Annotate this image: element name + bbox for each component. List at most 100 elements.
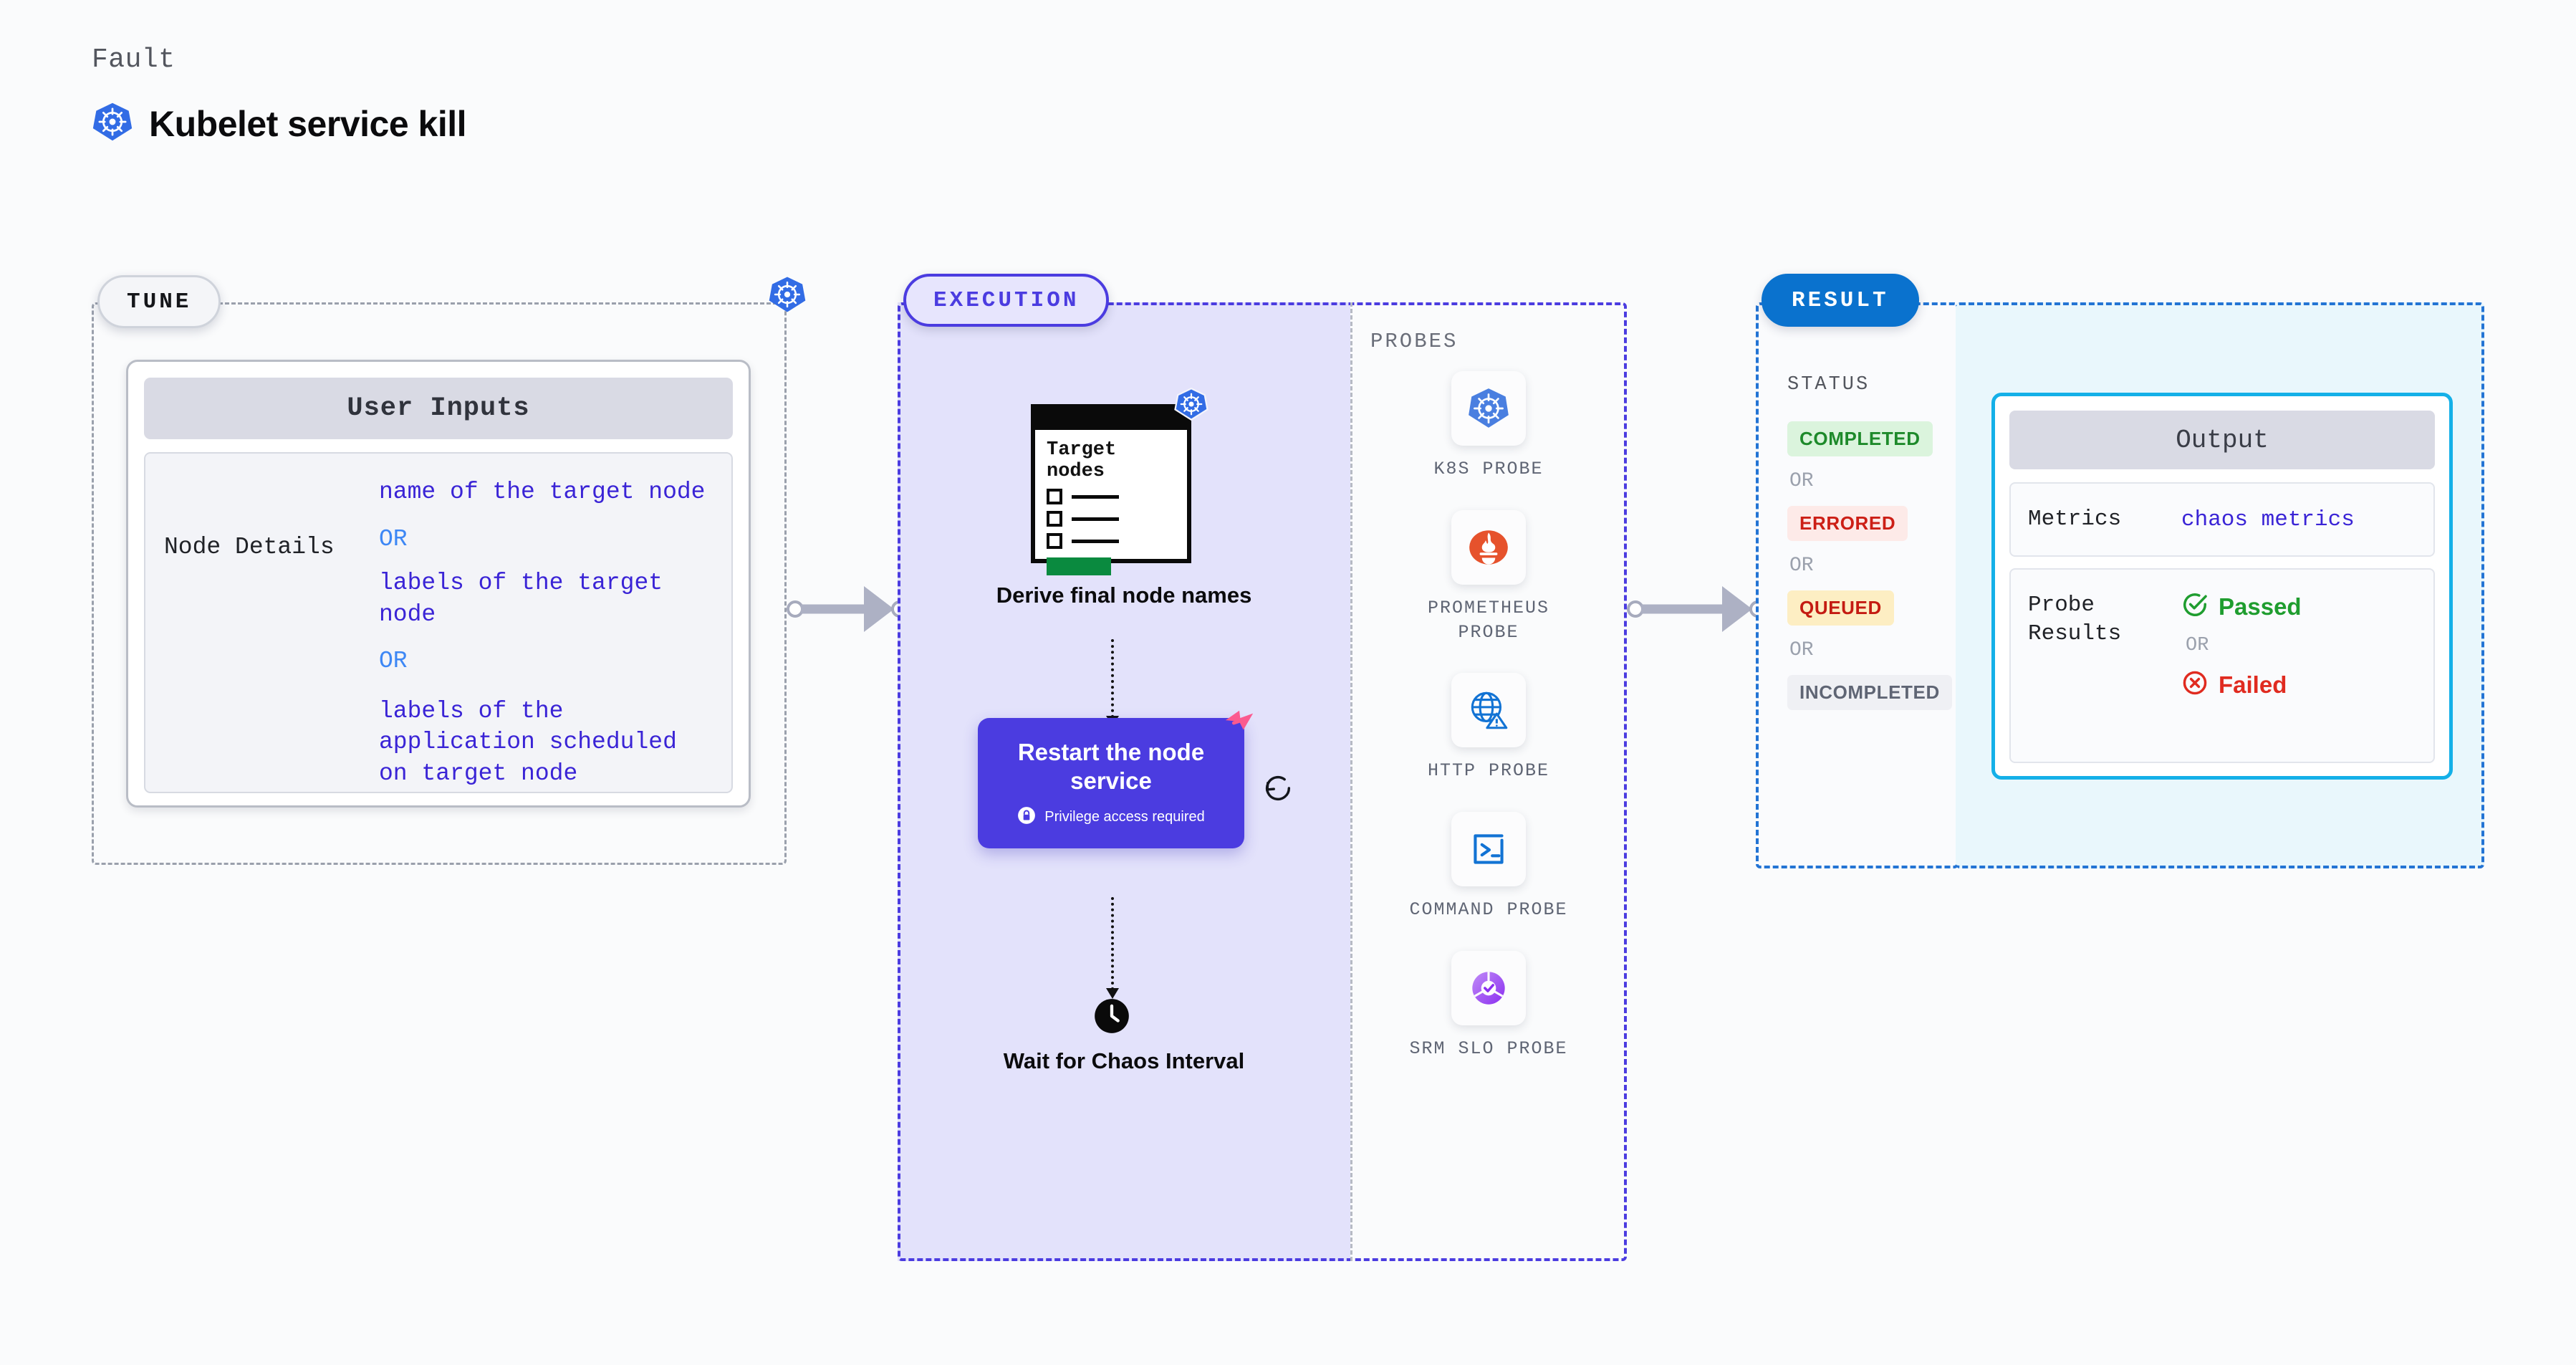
restart-node-service-node[interactable]: Restart the node service Privilege acces…	[978, 710, 1254, 848]
kubernetes-icon	[1451, 371, 1526, 446]
probe-result-failed: Failed	[2181, 669, 2416, 700]
derive-final-node-names-caption: Derive final node names	[996, 583, 1252, 608]
refresh-loop-icon	[1261, 772, 1294, 808]
output-card: Output Metrics chaos metrics Probe Resul…	[1991, 393, 2453, 780]
probes-list: K8S PROBE PROMETHEUS PROBE	[1350, 371, 1627, 1061]
node-detail-separator: OR	[379, 525, 408, 552]
status-separator: OR	[1789, 470, 1814, 492]
probe-label: HTTP PROBE	[1427, 760, 1550, 782]
connector-arrowhead	[1722, 586, 1752, 632]
status-separator: OR	[1789, 639, 1814, 661]
kubernetes-icon	[92, 101, 133, 146]
target-nodes-heading: Target nodes	[1047, 439, 1117, 482]
page-header: Fault Kubelet service kill	[92, 44, 467, 146]
srm-slo-icon	[1451, 950, 1526, 1025]
probe-item-srm-slo[interactable]: SRM SLO PROBE	[1395, 950, 1582, 1061]
node-detail-option: labels of the target node	[379, 570, 663, 628]
confirm-button-placeholder	[1047, 557, 1111, 576]
target-node-item	[1047, 489, 1176, 505]
connector-arrowhead	[864, 586, 894, 632]
chaos-marker-icon	[1223, 707, 1256, 743]
checkbox-icon	[1047, 533, 1062, 550]
probe-label: PROMETHEUS PROBE	[1427, 597, 1550, 643]
execution-panel: EXECUTION PROBES Target nodes	[898, 274, 1627, 1261]
probe-result-failed-label: Failed	[2219, 671, 2287, 698]
placeholder-line	[1072, 494, 1119, 499]
privilege-note-text: Privilege access required	[1044, 809, 1205, 825]
probe-item-http[interactable]: HTTP PROBE	[1395, 673, 1582, 783]
kubernetes-icon	[1174, 387, 1208, 425]
probe-results-values: Passed OR Failed	[2181, 591, 2416, 762]
target-nodes-body: Target nodes	[1035, 430, 1187, 576]
restart-node-service-label: Restart the node service	[1017, 738, 1205, 794]
connector-line	[1641, 604, 1734, 614]
fault-eyebrow-label: Fault	[92, 44, 176, 75]
probe-results-key: Probe Results	[2028, 593, 2122, 647]
target-node-item	[1047, 533, 1176, 550]
probe-item-prometheus[interactable]: PROMETHEUS PROBE	[1395, 509, 1582, 645]
connector-execution-to-result	[1627, 584, 1767, 634]
node-details-values: name of the target node OR labels of the…	[379, 476, 713, 787]
execution-flow-column: Target nodes	[898, 302, 1350, 1261]
privilege-note: Privilege access required	[1017, 806, 1205, 828]
page-title: Kubelet service kill	[149, 103, 467, 144]
target-nodes-card: Target nodes	[1031, 388, 1208, 576]
kubernetes-icon	[768, 275, 807, 317]
status-badge: COMPLETED	[1787, 421, 1933, 456]
target-node-item	[1047, 511, 1176, 527]
node-detail-option: labels of the application scheduled on t…	[379, 697, 677, 787]
tune-pill-label: TUNE	[97, 275, 221, 328]
probe-result-separator: OR	[2186, 635, 2209, 656]
flow-arrow-icon	[1106, 897, 1119, 999]
connector-tune-to-execution	[787, 584, 908, 634]
x-circle-icon	[2181, 669, 2209, 700]
prometheus-icon	[1451, 509, 1526, 585]
status-badge-list: COMPLETED OR ERRORED OR QUEUED OR INCOMP…	[1787, 421, 1952, 710]
metrics-value: chaos metrics	[2181, 507, 2355, 532]
fault-title-row: Kubelet service kill	[92, 101, 467, 146]
probe-item-k8s[interactable]: K8S PROBE	[1395, 371, 1582, 482]
metrics-key: Metrics	[2028, 506, 2122, 532]
placeholder-line	[1072, 539, 1119, 543]
node-details-row: Node Details name of the target node OR …	[144, 452, 733, 793]
target-nodes-window: Target nodes	[1031, 404, 1191, 576]
window-titlebar	[1035, 408, 1187, 430]
probe-result-passed-label: Passed	[2219, 593, 2302, 620]
status-badge: INCOMPLETED	[1787, 675, 1952, 710]
globe-warning-icon	[1451, 673, 1526, 748]
status-section-label: STATUS	[1787, 374, 1870, 396]
probe-label: K8S PROBE	[1433, 459, 1544, 479]
probe-label: SRM SLO PROBE	[1409, 1038, 1568, 1059]
node-detail-separator: OR	[379, 648, 408, 675]
checkbox-icon	[1047, 511, 1062, 527]
result-pill-label: RESULT	[1762, 274, 1919, 327]
output-card-header: Output	[2009, 411, 2435, 469]
probe-results-row: Probe Results Passed OR	[2009, 568, 2435, 763]
node-details-key: Node Details	[164, 534, 335, 560]
status-badge: ERRORED	[1787, 506, 1908, 541]
clock-icon	[1093, 997, 1130, 1035]
result-status-panel: RESULT STATUS COMPLETED OR ERRORED OR QU…	[1756, 274, 1959, 868]
wait-for-chaos-interval-caption: Wait for Chaos Interval	[1003, 1048, 1245, 1073]
placeholder-line	[1072, 517, 1119, 521]
execution-pill-label: EXECUTION	[903, 274, 1110, 327]
user-inputs-card: User Inputs Node Details name of the tar…	[126, 360, 751, 808]
tune-panel-border	[92, 302, 787, 865]
result-output-panel: Output Metrics chaos metrics Probe Resul…	[1956, 302, 2484, 868]
check-circle-icon	[2181, 591, 2209, 622]
status-badge: QUEUED	[1787, 590, 1894, 626]
checkbox-icon	[1047, 489, 1062, 505]
status-separator: OR	[1789, 555, 1814, 577]
terminal-icon	[1451, 812, 1526, 886]
probe-result-passed: Passed	[2181, 591, 2416, 622]
probes-divider	[1350, 302, 1352, 1261]
node-detail-option: name of the target node	[379, 479, 706, 505]
connector-line	[801, 604, 880, 614]
tune-panel: TUNE User Inputs Node Details name of th…	[92, 275, 806, 865]
flow-arrow-icon	[1106, 639, 1119, 727]
probe-item-command[interactable]: COMMAND PROBE	[1395, 812, 1582, 922]
probe-label: COMMAND PROBE	[1409, 899, 1568, 920]
probes-section-label: PROBES	[1370, 330, 1458, 353]
metrics-row: Metrics chaos metrics	[2009, 482, 2435, 557]
execution-panel-border	[898, 302, 1627, 1261]
